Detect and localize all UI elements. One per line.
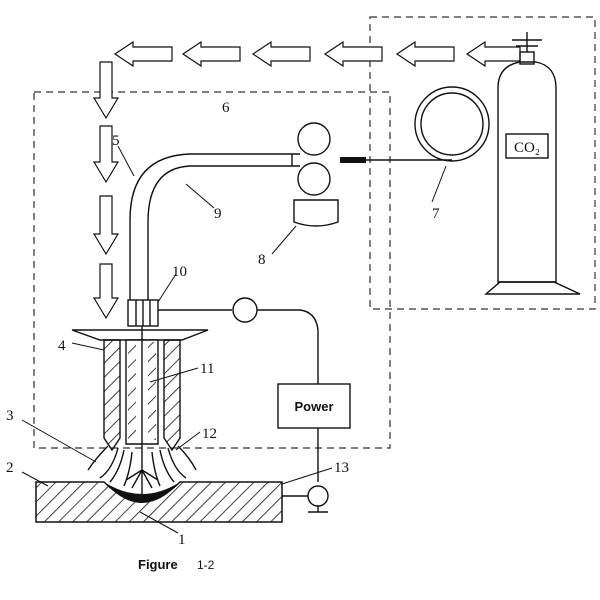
power-circuit: Power [158,297,351,513]
gas-flow-arrow-icon [113,40,173,68]
ammeter-icon [232,297,258,323]
gas-flow-arrow-icon [323,40,383,68]
label-8: 8 [258,252,266,268]
gas-flow-arrow-icon [465,40,521,68]
co2-label-box [505,133,549,159]
shielding-gas-flow [87,445,197,487]
wire-feed-rollers [297,122,331,196]
label-3: 3 [6,408,14,424]
label-1: 1 [178,532,186,548]
nozzle-flange [71,329,209,341]
wire-guide-icon [340,157,366,163]
label-9: 9 [214,206,222,222]
label-11: 11 [200,361,214,377]
ground-meter-icon [307,485,329,507]
part-number-labels: 1 2 3 4 5 6 7 8 9 10 11 12 13 [6,100,440,548]
label-13: 13 [334,460,349,476]
leader-lines [21,145,447,534]
gas-flow-arrows-vertical [92,61,120,320]
contact-tube [125,326,159,470]
gas-flow-arrow-icon [92,61,120,120]
label-4: 4 [58,338,66,354]
co2-label: CO₂ [514,140,540,156]
caption-number: 1-2 [197,558,215,572]
label-6: 6 [222,100,230,116]
power-supply-box [277,383,351,429]
power-supply-label: Power [294,399,333,414]
gas-supply-boundary-box [369,16,596,310]
figure-caption: Figure 1-2 [138,557,215,572]
co2-cylinder: CO₂ [484,32,581,295]
contact-tube-connector [127,299,159,327]
equipment-boundary-box [33,91,391,449]
gas-flow-arrow-icon [395,40,455,68]
gas-nozzle [103,339,181,452]
torch-hose [129,153,300,300]
gas-flow-arrows-horizontal [113,40,521,68]
gas-flow-arrow-icon [251,40,311,68]
workpiece [35,481,283,523]
label-7: 7 [432,206,440,222]
label-2: 2 [6,460,14,476]
gas-flow-arrow-icon [92,263,120,320]
gas-flow-arrow-icon [181,40,241,68]
label-10: 10 [172,264,187,280]
label-12: 12 [202,426,217,442]
caption-title: Figure [138,557,178,572]
gas-flow-arrow-icon [92,125,120,184]
weld-pool [104,482,180,503]
wire-feed-motor [293,199,339,227]
welding-arc [125,469,159,494]
wire-spool [414,86,490,162]
label-5: 5 [112,133,120,149]
gas-flow-arrow-icon [92,195,120,256]
valve-handle-icon [512,32,542,52]
